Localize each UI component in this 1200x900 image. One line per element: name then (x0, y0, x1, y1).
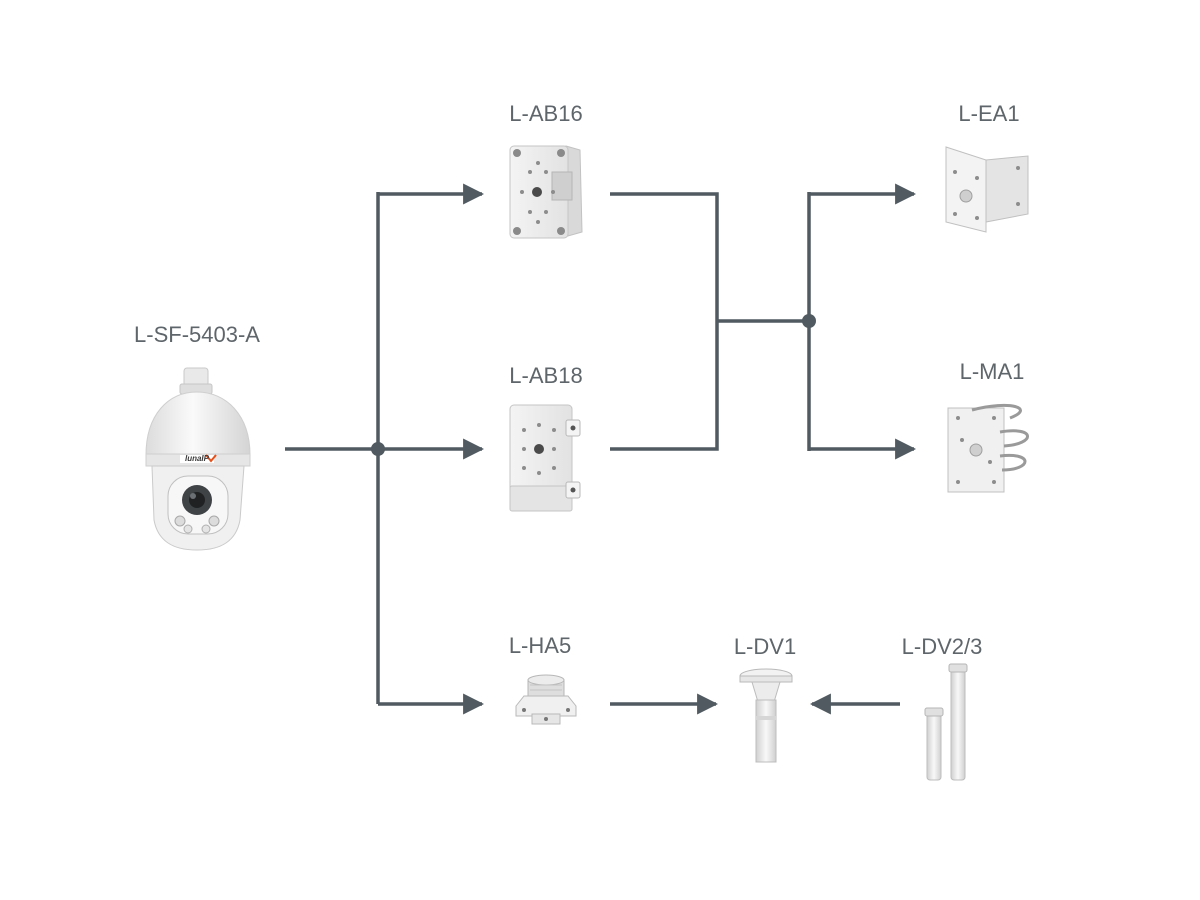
pendant-adapter-icon (515, 674, 577, 725)
ma1-model-label: L-MA1 (959, 359, 1025, 384)
dv23-model-label: L-DV2/3 (901, 634, 983, 659)
junction-dot-right (802, 314, 816, 328)
connectors (285, 183, 917, 715)
brand-accent-mark (205, 454, 217, 463)
corner-mount-icon (945, 146, 1029, 233)
extension-pole-icon (924, 663, 968, 781)
ptz-dome-camera-icon (145, 367, 251, 551)
ab18-model-label: L-AB18 (509, 363, 583, 388)
junction-box-tall-icon (509, 404, 581, 512)
ab16-model-label: L-AB16 (509, 101, 583, 126)
camera-model-label: L-SF-5403-A (134, 322, 260, 347)
junction-box-icon (509, 145, 583, 239)
connector-ab16-to-merge (610, 192, 719, 451)
ha5-model-label: L-HA5 (508, 633, 572, 658)
dv1-model-label: L-DV1 (733, 634, 797, 659)
ea1-model-label: L-EA1 (958, 101, 1020, 126)
pole-mount-icon (947, 403, 1029, 493)
junction-dot-left (371, 442, 385, 456)
camera-brand-logo: lunaIP (185, 454, 210, 463)
ceiling-mount-icon (739, 668, 793, 763)
